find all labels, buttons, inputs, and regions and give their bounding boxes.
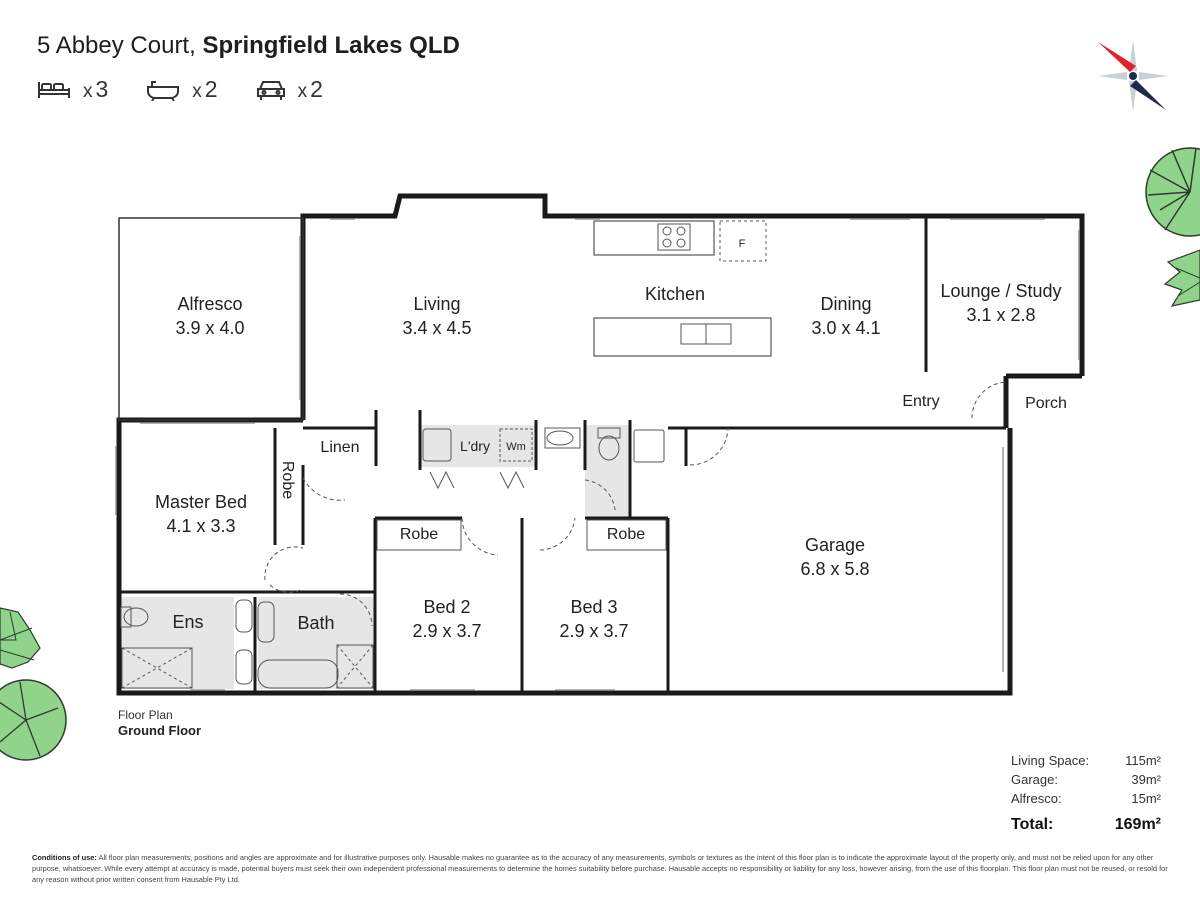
room-bed3-name: Bed 3 bbox=[570, 597, 617, 617]
kitchen-fixtures bbox=[593, 220, 772, 357]
bath-icon bbox=[147, 80, 180, 101]
vanity-basin-icon bbox=[546, 430, 574, 446]
bedrooms-value: 3 bbox=[95, 76, 109, 102]
room-alfresco-name: Alfresco bbox=[177, 294, 242, 314]
tree-top-right-icon bbox=[1145, 147, 1200, 237]
wet-fixtures bbox=[120, 427, 665, 689]
suburb: Springfield Lakes QLD bbox=[202, 32, 460, 59]
area-row-total: Total:169m² bbox=[1011, 816, 1161, 833]
room-bath-name: Bath bbox=[297, 613, 334, 633]
room-kitchen-name: Kitchen bbox=[645, 284, 705, 304]
room-dining-size: 3.0 x 4.1 bbox=[811, 318, 880, 338]
room-bed3-size: 2.9 x 3.7 bbox=[559, 621, 628, 641]
room-master-name: Master Bed bbox=[155, 492, 247, 512]
alfresco-outline bbox=[118, 217, 304, 421]
plan-caption: Floor Plan Ground Floor bbox=[118, 707, 201, 739]
area-summary: Living Space:115m² Garage:39m² Alfresco:… bbox=[1011, 751, 1161, 834]
conditions-of-use: Conditions of use: All floor plan measur… bbox=[32, 852, 1172, 885]
room-garage-name: Garage bbox=[805, 535, 865, 555]
washer-label: Wm bbox=[506, 441, 526, 453]
tree-left-icon bbox=[0, 607, 67, 761]
room-laundry-name: L'dry bbox=[460, 438, 490, 454]
conditions-label: Conditions of use: bbox=[32, 853, 97, 862]
room-bed3-robe-name: Robe bbox=[607, 526, 645, 543]
bath-shower-icon bbox=[336, 644, 374, 689]
room-living-size: 3.4 x 4.5 bbox=[402, 318, 471, 338]
room-lounge-name: Lounge / Study bbox=[940, 281, 1061, 301]
car-icon bbox=[256, 80, 285, 100]
room-alfresco-size: 3.9 x 4.0 bbox=[175, 318, 244, 338]
door-swings bbox=[264, 381, 1007, 627]
robes bbox=[376, 519, 667, 551]
room-linen-name: Linen bbox=[320, 439, 359, 456]
floor-name: Ground Floor bbox=[118, 723, 202, 738]
room-ens-name: Ens bbox=[172, 612, 203, 632]
washer-icon bbox=[499, 428, 533, 462]
bed-icon bbox=[38, 81, 70, 98]
tree-small-right-icon bbox=[1163, 249, 1200, 307]
interior-walls bbox=[121, 216, 1006, 693]
room-master-size: 4.1 x 3.3 bbox=[166, 516, 235, 536]
room-garage-size: 6.8 x 5.8 bbox=[800, 559, 869, 579]
area-row-living: Living Space:115m² bbox=[1011, 753, 1161, 768]
room-porch-name: Porch bbox=[1025, 395, 1067, 412]
address-title: 5 Abbey Court, Springfield Lakes QLD bbox=[37, 32, 460, 60]
room-entry-name: Entry bbox=[902, 393, 939, 410]
compass-icon bbox=[1098, 40, 1168, 112]
fridge-label: F bbox=[739, 238, 746, 250]
area-row-alfresco: Alfresco:15m² bbox=[1011, 791, 1161, 806]
room-lounge-size: 3.1 x 2.8 bbox=[966, 305, 1035, 325]
conditions-text: All floor plan measurements, positions a… bbox=[32, 853, 1168, 884]
room-bed2-robe-name: Robe bbox=[400, 526, 438, 543]
room-bed2-size: 2.9 x 3.7 bbox=[412, 621, 481, 641]
laundry-tub-icon bbox=[422, 428, 452, 462]
bathrooms-value: 2 bbox=[204, 76, 218, 102]
room-dining-name: Dining bbox=[820, 294, 871, 314]
toilet-icon bbox=[597, 427, 621, 439]
room-labels: Alfresco 3.9 x 4.0 Living 3.4 x 4.5 Kitc… bbox=[155, 238, 1067, 641]
ensuite-shower-icon bbox=[121, 647, 193, 689]
area-row-garage: Garage:39m² bbox=[1011, 772, 1161, 787]
room-bed2-name: Bed 2 bbox=[423, 597, 470, 617]
bathtub-icon bbox=[257, 659, 339, 689]
windows bbox=[115, 218, 1080, 691]
room-living-name: Living bbox=[413, 294, 460, 314]
street-address: 5 Abbey Court, bbox=[37, 32, 196, 59]
carspaces-value: 2 bbox=[310, 76, 323, 102]
caption-line: Floor Plan bbox=[118, 708, 173, 722]
shower-icon bbox=[633, 429, 665, 463]
room-master-robe-name: Robe bbox=[279, 461, 296, 499]
kitchen-island bbox=[593, 317, 772, 357]
wet-areas bbox=[121, 425, 629, 689]
